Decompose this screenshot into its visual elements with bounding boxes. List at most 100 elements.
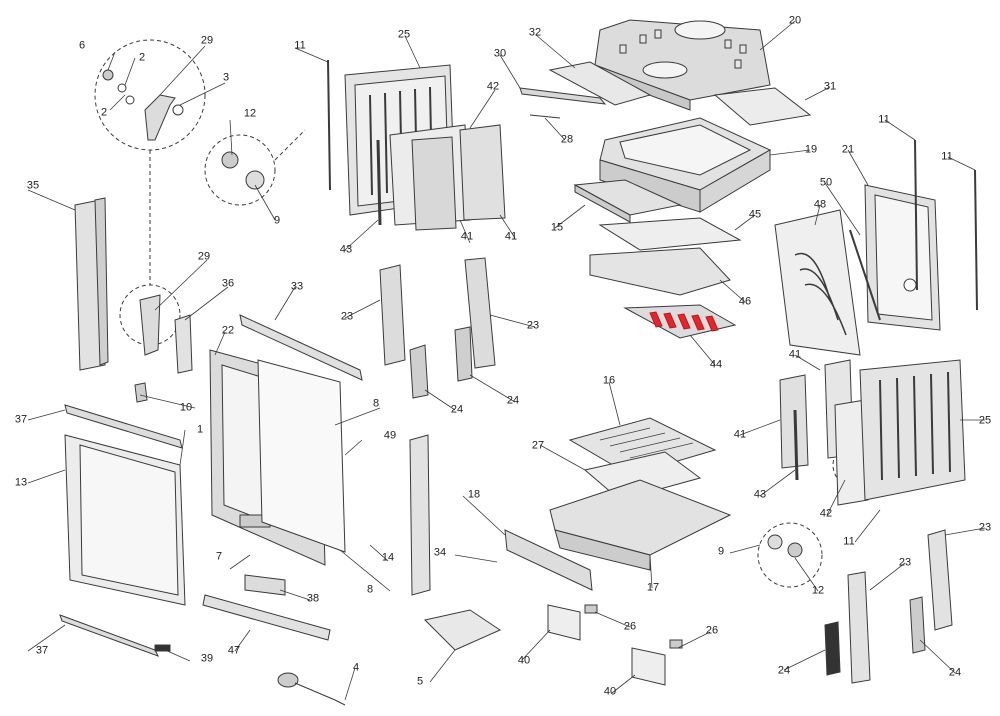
callout-44: 44 (709, 358, 723, 371)
part-32-30-rails (519, 61, 652, 119)
callout-24: 24 (450, 403, 464, 416)
callout-11: 11 (878, 113, 890, 126)
callout-6: 6 (78, 39, 86, 52)
part-19-frame (599, 117, 772, 213)
part-11-rod-right-1 (914, 139, 918, 291)
callout-47: 47 (227, 644, 241, 657)
callout-42: 42 (819, 507, 833, 520)
callout-49: 49 (383, 429, 397, 442)
callout-35: 35 (26, 179, 40, 192)
part-18-front-rail (504, 529, 593, 591)
callout-28: 28 (560, 133, 574, 146)
callout-22: 22 (221, 324, 235, 337)
part-33-top-rail (239, 314, 363, 381)
part-27-tray (583, 451, 702, 501)
callout-4: 4 (352, 661, 360, 674)
callout-43: 43 (339, 243, 353, 256)
leader-lines (27, 20, 986, 701)
callout-5: 5 (416, 675, 424, 688)
part-11-rod-right-2 (974, 169, 978, 311)
callout-36: 36 (221, 277, 235, 290)
callout-9: 9 (273, 214, 281, 227)
callout-7: 7 (215, 550, 223, 563)
highlighted-grate-bars (649, 311, 719, 332)
callout-48: 48 (813, 198, 827, 211)
callout-50: 50 (819, 176, 833, 189)
callout-43: 43 (753, 488, 767, 501)
part-35-bracket (74, 197, 109, 371)
callout-29: 29 (200, 34, 214, 47)
callout-2: 2 (138, 51, 146, 64)
part-25-back-panel-right (859, 359, 966, 501)
callout-30: 30 (493, 47, 507, 60)
parts-38-47-4 (202, 574, 346, 706)
callout-32: 32 (528, 26, 542, 39)
callout-25: 25 (978, 414, 992, 427)
callout-38: 38 (306, 592, 320, 605)
part-49-glass (257, 359, 346, 553)
callout-11: 11 (843, 535, 855, 548)
part-31-plate (713, 87, 812, 126)
callout-14: 14 (381, 551, 395, 564)
callout-3: 3 (222, 71, 230, 84)
parts-41-42-43-right (779, 359, 869, 506)
callout-41: 41 (504, 230, 518, 243)
part-34-side-rail (409, 434, 431, 596)
part-37-39-bottom-bar (59, 614, 171, 657)
callout-23: 23 (526, 319, 540, 332)
parts-5-40-26 (424, 604, 683, 686)
callout-26: 26 (623, 620, 637, 633)
part-42-41-plates (376, 124, 506, 231)
callout-41: 41 (788, 348, 802, 361)
callout-16: 16 (602, 374, 616, 387)
callout-8: 8 (372, 397, 380, 410)
callout-29: 29 (197, 250, 211, 263)
callout-37: 37 (14, 413, 28, 426)
callout-26: 26 (705, 624, 719, 637)
part-21-50-side-door (849, 184, 941, 331)
callout-37: 37 (35, 644, 49, 657)
callout-2: 2 (100, 106, 108, 119)
callout-15: 15 (550, 221, 564, 234)
callout-25: 25 (397, 28, 411, 41)
callout-10: 10 (179, 401, 193, 414)
callout-12: 12 (811, 584, 825, 597)
callout-24: 24 (506, 394, 520, 407)
part-37-top-bar (64, 404, 183, 449)
detail-parts-top-left (102, 69, 265, 403)
part-11-rod (327, 59, 331, 191)
callout-9: 9 (717, 545, 725, 558)
callout-27: 27 (531, 439, 545, 452)
callout-40: 40 (517, 654, 531, 667)
callout-17: 17 (646, 581, 660, 594)
callout-12: 12 (243, 107, 257, 120)
parts-9-12-right (767, 534, 803, 558)
callout-20: 20 (788, 14, 802, 27)
callout-31: 31 (823, 80, 837, 93)
parts-23-24-uprights-right (824, 529, 953, 684)
callout-18: 18 (467, 488, 481, 501)
callout-45: 45 (748, 208, 762, 221)
callout-21: 21 (841, 143, 855, 156)
part-1-13-door-glass (64, 434, 186, 606)
part-16-grate (568, 417, 717, 476)
parts-23-24-uprights-center (379, 257, 496, 399)
callout-41: 41 (733, 428, 747, 441)
callout-13: 13 (14, 476, 28, 489)
callout-41: 41 (460, 230, 474, 243)
callout-46: 46 (738, 295, 752, 308)
callout-23: 23 (340, 310, 354, 323)
callout-34: 34 (433, 546, 447, 559)
part-17-ash-box (549, 479, 732, 571)
part-20-top-plate (594, 19, 771, 111)
callout-11: 11 (294, 39, 306, 52)
callout-39: 39 (200, 652, 214, 665)
callout-11: 11 (941, 150, 953, 163)
part-48-panel (774, 209, 861, 356)
callout-24: 24 (948, 666, 962, 679)
callout-33: 33 (290, 280, 304, 293)
callout-24: 24 (777, 664, 791, 677)
callout-23: 23 (898, 556, 912, 569)
part-15-45-46-44 (573, 179, 742, 339)
